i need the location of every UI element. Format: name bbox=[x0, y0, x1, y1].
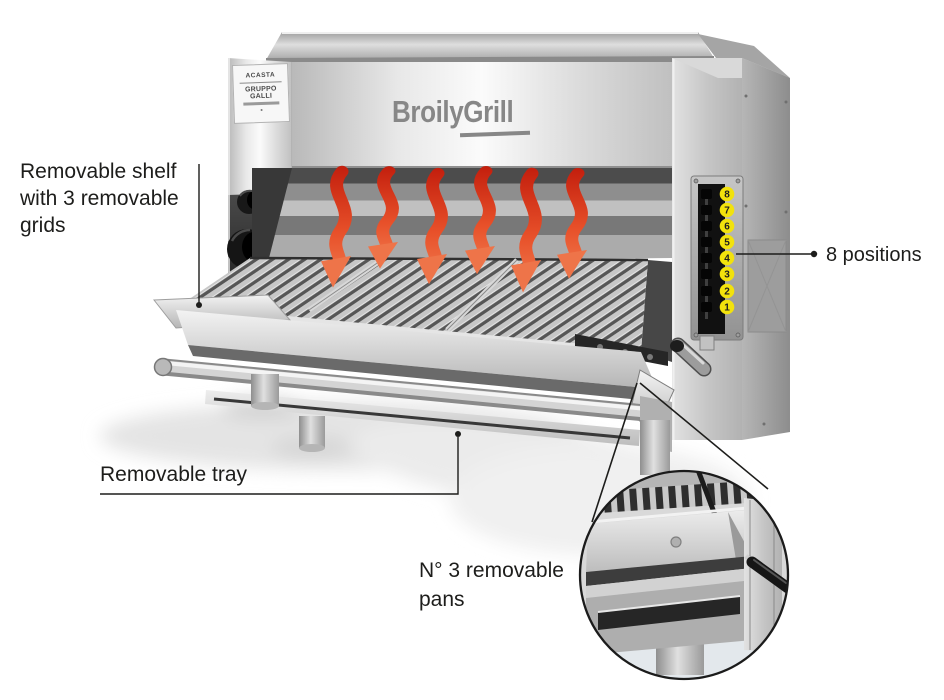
maker-plate-divider bbox=[239, 81, 282, 84]
label-removable-pans-line1: N° 3 removable bbox=[419, 559, 564, 582]
front-panel bbox=[292, 62, 672, 168]
position-badge bbox=[719, 283, 735, 299]
position-badge bbox=[719, 250, 735, 266]
position-badge bbox=[719, 234, 735, 250]
label-8-positions: 8 positions bbox=[826, 244, 922, 266]
leader-line-positions bbox=[736, 250, 818, 258]
label-removable-shelf-line3: grids bbox=[20, 214, 66, 237]
svg-text:6: 6 bbox=[724, 222, 730, 233]
svg-text:5: 5 bbox=[724, 238, 730, 249]
leader-line-shelf bbox=[196, 164, 202, 308]
position-badge bbox=[719, 299, 735, 315]
legs bbox=[251, 374, 670, 475]
label-removable-tray: Removable tray bbox=[100, 463, 248, 486]
handle-bar bbox=[153, 357, 665, 423]
position-badge bbox=[719, 218, 735, 234]
leader-lines bbox=[100, 164, 818, 495]
svg-text:8: 8 bbox=[724, 190, 730, 201]
position-badge bbox=[719, 186, 735, 202]
label-removable-pans-line2: pans bbox=[419, 588, 465, 611]
lift-lever bbox=[670, 335, 715, 377]
brand-logo-part1: Broily bbox=[392, 94, 464, 129]
svg-text:7: 7 bbox=[724, 206, 730, 217]
brand-logo-part2: Grill bbox=[463, 94, 514, 129]
label-removable-shelf-line1: Removable shelf bbox=[20, 160, 177, 183]
brand-logo: BroilyGrill bbox=[392, 94, 514, 130]
hood bbox=[266, 32, 714, 60]
maker-plate-microtext bbox=[243, 101, 280, 106]
maker-plate-dot bbox=[260, 108, 263, 111]
burner-cavity bbox=[252, 168, 672, 262]
label-removable-shelf-line2: with 3 removable bbox=[20, 187, 179, 210]
svg-text:3: 3 bbox=[724, 270, 730, 281]
position-rack: 8 7 6 5 4 3 2 1 bbox=[670, 175, 744, 377]
maker-plate-group: GRUPPO GALLI bbox=[244, 85, 277, 101]
position-badges: 8 7 6 5 4 3 2 1 bbox=[719, 186, 735, 315]
position-badge bbox=[719, 202, 735, 218]
label-removable-shelf: Removable shelf with 3 removable grids bbox=[20, 158, 179, 239]
maker-plate: ACASTA GRUPPO GALLI bbox=[231, 63, 291, 124]
svg-text:1: 1 bbox=[724, 303, 730, 314]
position-badge bbox=[719, 266, 735, 282]
detail-magnifier-content bbox=[580, 471, 788, 679]
removable-shelf bbox=[153, 256, 675, 435]
leader-line-tray bbox=[100, 431, 461, 495]
grill-grate bbox=[176, 258, 648, 352]
detail-magnifier-circle bbox=[578, 469, 790, 681]
maker-plate-name: ACASTA bbox=[245, 71, 276, 80]
svg-text:4: 4 bbox=[724, 254, 730, 265]
label-removable-pans: N° 3 removable pans bbox=[419, 556, 564, 614]
detail-magnifier bbox=[578, 382, 790, 681]
svg-text:2: 2 bbox=[724, 287, 730, 298]
